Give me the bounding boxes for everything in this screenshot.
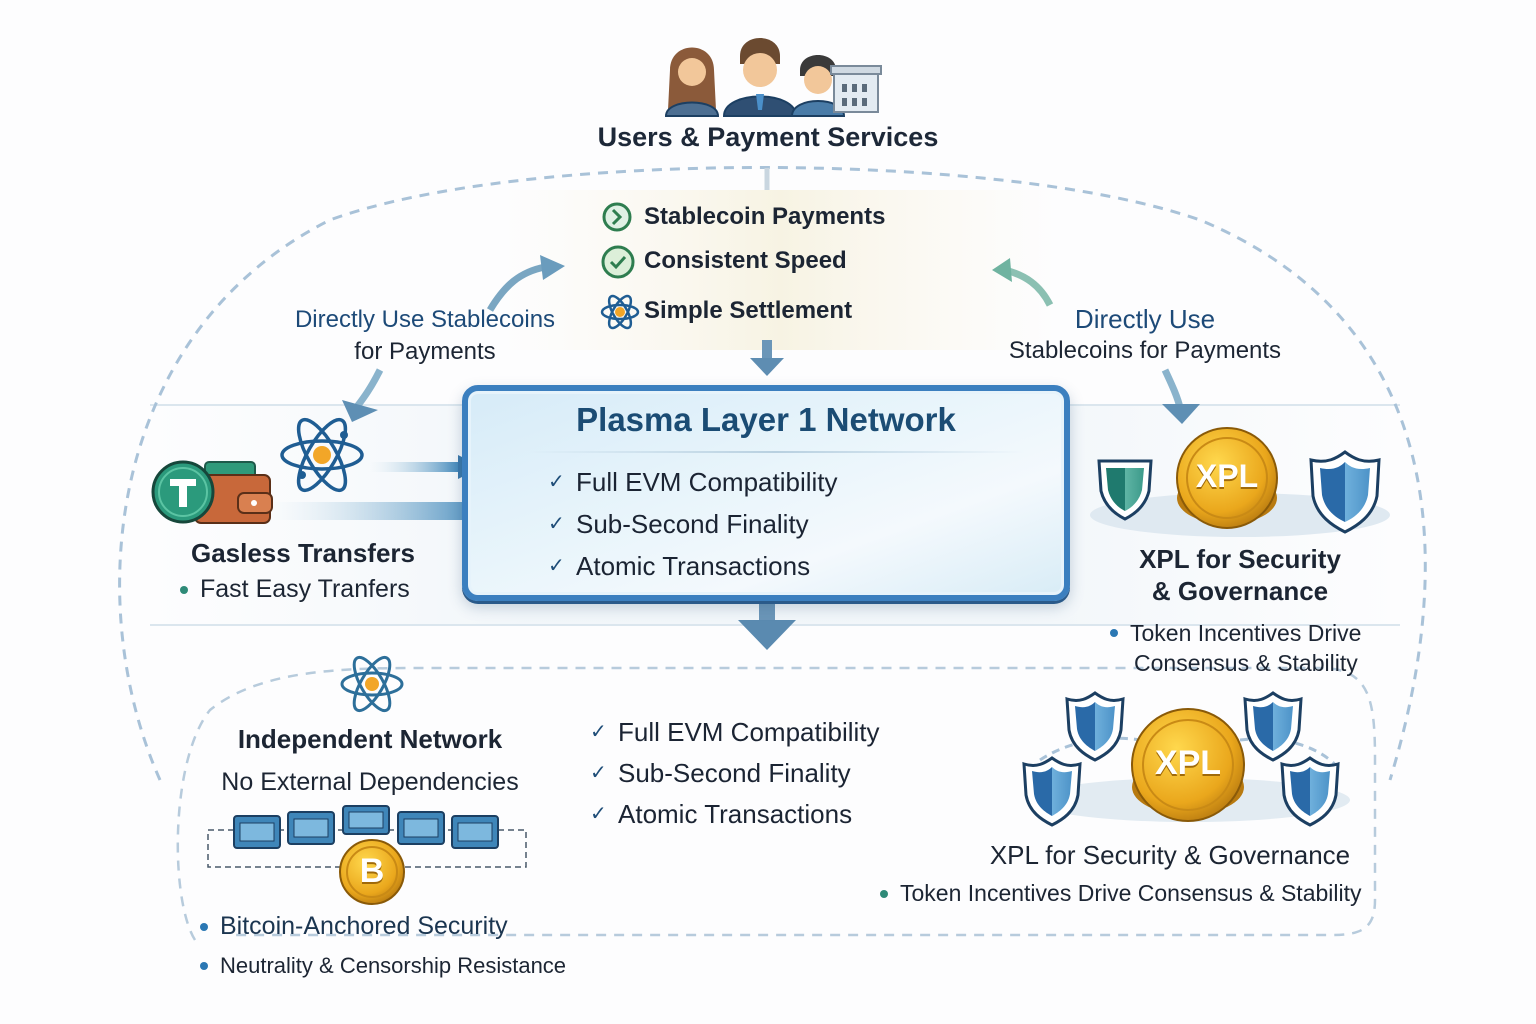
- mid-feature-item: ✓ Sub-Second Finality: [590, 753, 880, 794]
- users-payment-services-title: Users & Payment Services: [597, 122, 939, 152]
- curved-arrow-up-right-icon: [486, 255, 565, 312]
- right-flow-label-line2: Stablecoins for Payments: [1008, 337, 1282, 364]
- xpl-top-title-line2: & Governance: [1151, 576, 1329, 606]
- core-feature-item: ✓ Sub-Second Finality: [548, 503, 838, 545]
- gasless-title: Gasless Transfers: [190, 538, 416, 568]
- bullet-text-line2: Consensus & Stability: [1134, 650, 1358, 676]
- xpl-coin-label: XPL: [1195, 458, 1259, 494]
- bullet-dot: [880, 889, 888, 898]
- bullet-text: Token Incentives Drive Consensus & Stabi…: [900, 880, 1362, 906]
- check-icon: ✓: [590, 803, 607, 825]
- shield-icon: [1243, 691, 1303, 762]
- core-divider: [528, 451, 1024, 453]
- xpl-coin-label: XPL: [1154, 744, 1222, 782]
- mid-feature-list: ✓ Full EVM Compatibility ✓ Sub-Second Fina…: [590, 712, 880, 835]
- bank-building-icon: [830, 65, 882, 113]
- plasma-core-box: Plasma Layer 1 Network ✓ Full EVM Compati…: [462, 385, 1070, 601]
- xpl-bottom-bullet: Token Incentives Drive Consensus & Stabi…: [880, 880, 1362, 907]
- check-icon: ✓: [548, 513, 565, 535]
- shield-icon: [1022, 756, 1082, 827]
- benefit-label: Stablecoin Payments: [644, 203, 886, 230]
- bitcoin-coin-icon: [339, 839, 405, 905]
- feature-label: Sub-Second Finality: [618, 758, 851, 788]
- shield-icon: [1097, 459, 1153, 521]
- benefit-stablecoin-payments: Stablecoin Payments: [600, 200, 885, 234]
- bullet-dot: [200, 962, 208, 970]
- xpl-coin-icon: [1176, 427, 1278, 529]
- tether-coin-icon: [151, 460, 215, 524]
- bullet-text-line1: Token Incentives Drive: [1130, 620, 1362, 646]
- blockchain-blocks-icon: [233, 805, 499, 849]
- bullet-dot: [200, 922, 208, 931]
- independent-bullet: Neutrality & Censorship Resistance: [200, 953, 566, 979]
- gasless-bullet: Fast Easy Tranfers: [180, 575, 410, 604]
- bullet-dot: [1110, 629, 1118, 637]
- benefit-label: Consistent Speed: [644, 247, 847, 274]
- bullet-text: Bitcoin-Anchored Security: [220, 912, 508, 940]
- core-title: Plasma Layer 1 Network: [576, 401, 956, 438]
- benefit-consistent-speed: Consistent Speed: [600, 244, 847, 279]
- bullet-text: Neutrality & Censorship Resistance: [220, 953, 567, 978]
- shield-icon: [1280, 756, 1340, 827]
- benefit-label: Simple Settlement: [644, 297, 853, 324]
- xpl-coin-icon: [1131, 708, 1245, 822]
- independent-network-subtitle: No External Dependencies: [221, 768, 519, 796]
- chevron-circle-icon: [600, 200, 634, 234]
- feature-label: Full EVM Compatibility: [618, 717, 880, 747]
- mid-feature-item: ✓ Full EVM Compatibility: [590, 712, 880, 753]
- inner-dashed-boundary: [176, 666, 1377, 941]
- shield-icon: [1309, 450, 1381, 534]
- left-flow-label-line2: for Payments: [354, 338, 496, 365]
- person-female-icon: [664, 47, 720, 117]
- bullet-text: Fast Easy Tranfers: [200, 575, 410, 603]
- curved-arrow-down-icon: [1161, 368, 1200, 424]
- xpl-top-title: XPL for Security & Governance: [1090, 543, 1390, 607]
- arrow-down-icon: [750, 340, 784, 376]
- check-icon: ✓: [590, 721, 607, 743]
- flow-dashed-arrow: [1239, 737, 1342, 771]
- curved-arrow-down-left-icon: [342, 368, 384, 422]
- feature-label: Full EVM Compatibility: [576, 467, 838, 497]
- independent-bullet: Bitcoin-Anchored Security: [200, 912, 508, 941]
- check-circle-icon: [600, 244, 635, 279]
- xpl-bottom-title: XPL for Security & Governance: [989, 840, 1351, 870]
- shield-icon: [1065, 691, 1125, 762]
- arrow-down-icon: [738, 600, 796, 650]
- core-feature-item: ✓ Full EVM Compatibility: [548, 461, 838, 503]
- check-icon: ✓: [548, 471, 565, 493]
- feature-label: Sub-Second Finality: [576, 509, 809, 539]
- xpl-top-bullet: Token Incentives Drive Consensus & Stabi…: [1110, 618, 1361, 678]
- check-icon: ✓: [548, 555, 565, 577]
- feature-label: Atomic Transactions: [618, 799, 853, 829]
- person-male-icon: [722, 38, 798, 117]
- feature-label: Atomic Transactions: [576, 551, 811, 581]
- curved-arrow-up-left-icon: [992, 258, 1054, 307]
- check-icon: ✓: [590, 762, 607, 784]
- bitcoin-symbol: B: [359, 852, 385, 890]
- atom-icon: [280, 417, 364, 493]
- independent-network-title: Independent Network: [237, 724, 503, 754]
- atom-icon: [600, 294, 640, 330]
- benefits-band: [500, 190, 1060, 350]
- core-feature-list: ✓ Full EVM Compatibility ✓ Sub-Second Fina…: [548, 461, 838, 587]
- benefit-simple-settlement: Simple Settlement: [600, 294, 853, 330]
- right-flow-label-line1: Directly Use: [1074, 304, 1216, 334]
- left-flow-label: Directly Use Stablecoins for Payments: [270, 304, 580, 368]
- users-icon-group: [664, 38, 882, 117]
- outer-dashed-boundary: [118, 166, 1427, 781]
- mid-feature-item: ✓ Atomic Transactions: [590, 794, 880, 835]
- bullet-dot: [180, 585, 188, 594]
- atom-icon: [340, 655, 404, 713]
- left-flow-label-line1: Directly Use Stablecoins: [294, 306, 556, 333]
- core-feature-item: ✓ Atomic Transactions: [548, 545, 838, 587]
- right-flow-label: Directly Use Stablecoins for Payments: [990, 303, 1300, 367]
- person-business-icon: [790, 55, 846, 117]
- xpl-top-title-line1: XPL for Security: [1139, 544, 1341, 574]
